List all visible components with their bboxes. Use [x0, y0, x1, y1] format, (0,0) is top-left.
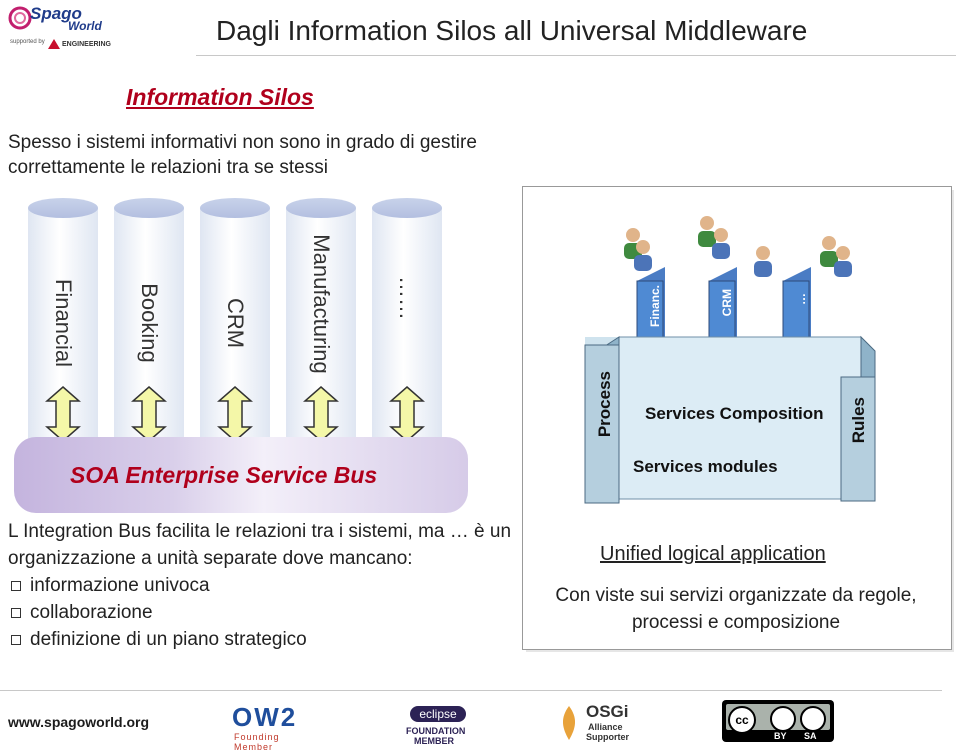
share-alike-icon — [800, 706, 826, 732]
diagram-column-label: … — [794, 293, 808, 305]
integration-description: L Integration Bus facilita le relazioni … — [8, 518, 528, 653]
ow2-logo-text: OW2 — [232, 702, 298, 732]
intro-text: Spesso i sistemi informativi non sono in… — [8, 132, 477, 178]
silo-label: Manufacturing — [309, 234, 334, 374]
universal-middleware-diagram — [584, 216, 876, 504]
unified-application-panel: Financ. CRM … Process Rules Services Com… — [522, 186, 952, 650]
osgi-flame-icon — [562, 706, 576, 740]
bullet-item: definizione di un piano strategico — [8, 626, 528, 653]
spagoworld-logo: Spago World supported by ENGINEERING — [8, 4, 128, 54]
diagram-column-label: CRM — [720, 289, 734, 317]
double-arrow-icon — [217, 386, 253, 442]
title-divider — [196, 55, 956, 56]
service-bus — [14, 437, 468, 513]
slide-title: Dagli Information Silos all Universal Mi… — [216, 15, 808, 46]
unified-app-description: Con viste sui servizi organizzate da reg… — [555, 585, 917, 633]
section-heading: Information Silos — [126, 84, 314, 110]
logo-engineering: ENGINEERING — [62, 41, 112, 48]
eclipse-logo-subtext: FOUNDATION — [406, 726, 466, 736]
cc-icon: cc — [728, 706, 756, 734]
ow2-logo: OW2 Founding Member — [230, 700, 320, 752]
unified-app-title: Unified logical application — [600, 543, 826, 565]
silo-label: Booking — [137, 283, 162, 363]
footer-url-link[interactable]: www.spagoworld.org — [8, 714, 150, 730]
silo-financial: Financial — [28, 198, 98, 440]
double-arrow-icon — [45, 386, 81, 442]
silo-label: CRM — [223, 297, 248, 349]
osgi-logo-subtext: Supporter — [586, 732, 630, 742]
silo-label: …… — [395, 276, 420, 320]
process-label: Process — [595, 371, 614, 438]
bullet-item: collaborazione — [8, 599, 528, 626]
attribution-icon — [770, 706, 796, 732]
eclipse-logo-subtext: MEMBER — [414, 736, 454, 746]
silo-more: …… — [372, 198, 442, 440]
cc-by-label: BY — [774, 731, 787, 741]
logo-brand: Spago — [30, 4, 82, 23]
bullet-item: informazione univoca — [8, 572, 528, 599]
ow2-logo-subtext: Founding Member — [234, 732, 280, 752]
engineering-icon — [48, 39, 60, 49]
logo-brand-suffix: World — [68, 19, 102, 33]
cc-sa-label: SA — [804, 731, 817, 741]
double-arrow-icon — [303, 386, 339, 442]
description-text: L Integration Bus facilita le relazioni … — [8, 521, 512, 569]
double-arrow-icon — [131, 386, 167, 442]
service-bus-label: SOA Enterprise Service Bus — [70, 462, 378, 488]
footer-divider — [0, 690, 942, 691]
osgi-logo: OSGi Alliance Supporter — [556, 700, 646, 746]
eclipse-logo-text: eclipse — [410, 706, 466, 722]
services-composition-label: Services Composition — [645, 404, 824, 423]
double-arrow-icon — [389, 386, 425, 442]
osgi-logo-text: OSGi — [586, 702, 629, 721]
services-modules-label: Services modules — [633, 457, 778, 476]
user-group-icon — [624, 216, 852, 277]
eclipse-logo: eclipse FOUNDATION MEMBER — [400, 700, 476, 746]
diagram-column-label: Financ. — [648, 285, 662, 328]
spiral-icon — [8, 6, 32, 30]
creative-commons-badge: cc BY SA — [722, 700, 834, 742]
rules-label: Rules — [849, 397, 868, 444]
logo-supported-by: supported by — [10, 39, 45, 45]
silo-label: Financial — [51, 278, 76, 368]
osgi-logo-subtext: Alliance — [588, 722, 623, 732]
